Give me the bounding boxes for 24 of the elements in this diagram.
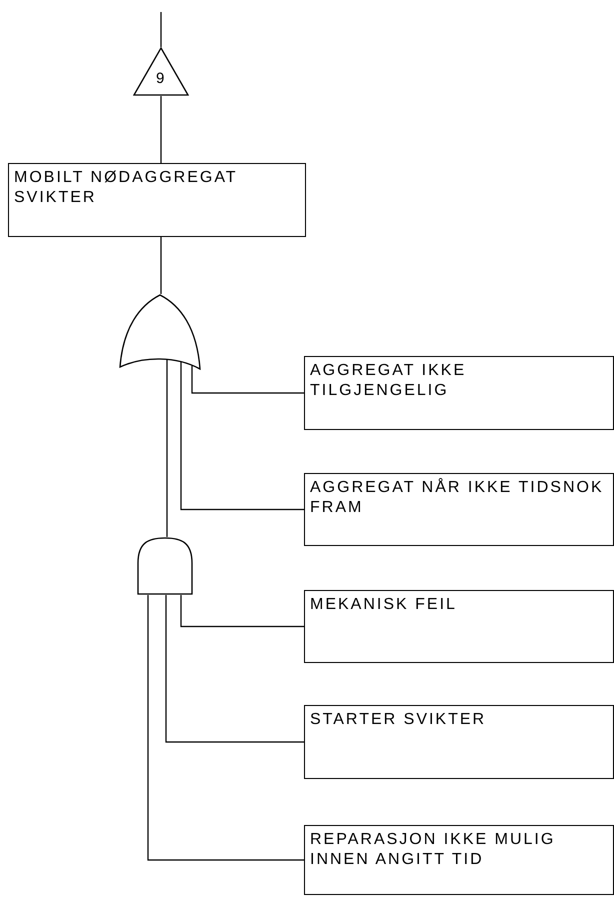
transfer-number: 9 [156,70,164,87]
event-box [304,825,614,895]
connector-line [166,359,168,537]
connector-line [160,12,162,47]
event-text: AGGREGAT IKKE TILGJENGELIG [310,361,468,401]
connector-line [160,96,162,163]
event-box [304,356,614,430]
event-text: AGGREGAT NÅR IKKE TIDSNOK FRAM [310,478,605,518]
event-text: MOBILT NØDAGGREGAT SVIKTER [14,168,238,208]
event-box [304,473,614,546]
connector-line [147,595,304,861]
or-gate [119,294,201,370]
connector-line [180,595,304,628]
event-box [304,590,614,663]
connector-line [180,361,304,510]
and-gate [137,537,193,595]
connector-line [191,364,304,394]
event-text: REPARASJON IKKE MULIG INNEN ANGITT TID [310,830,556,870]
event-box [8,163,306,237]
event-text: MEKANISK FEIL [310,595,458,615]
event-text: STARTER SVIKTER [310,710,488,730]
event-box [304,705,614,779]
connector-line [165,595,304,743]
connector-line [160,237,162,294]
